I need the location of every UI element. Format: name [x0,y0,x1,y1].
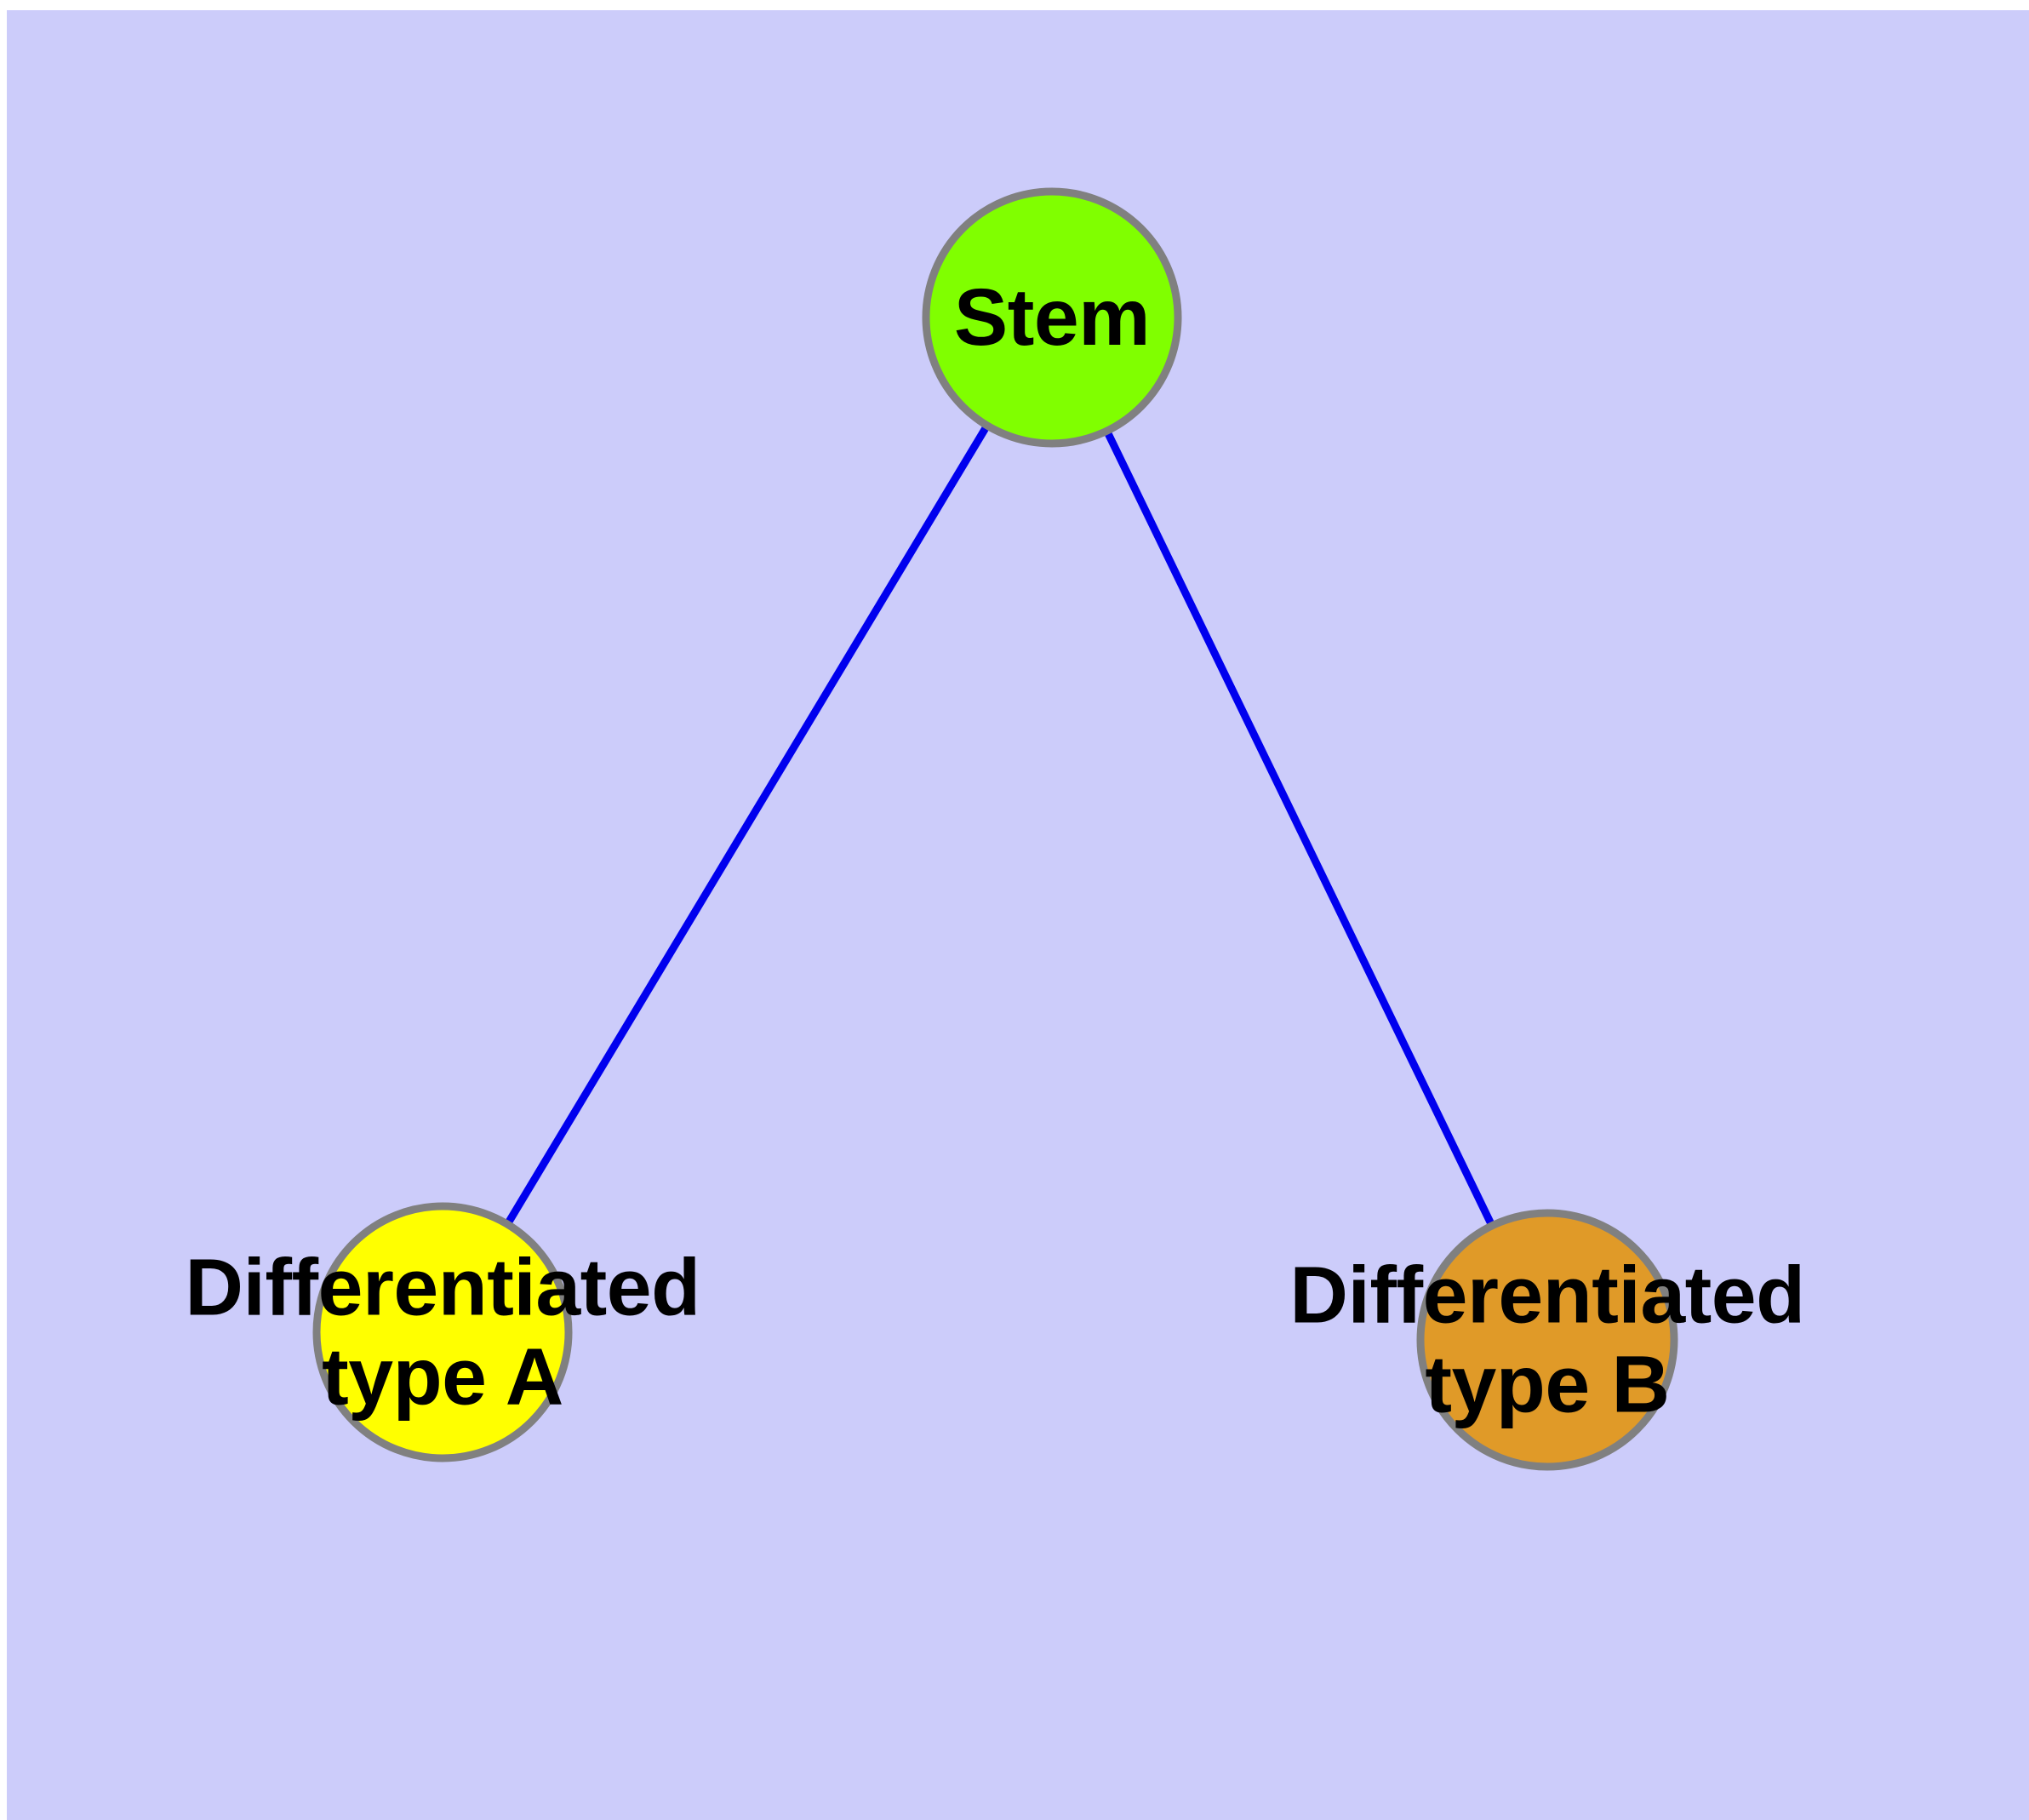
graph-node-diff_b[interactable] [1416,1209,1678,1471]
graph-edge[interactable] [439,315,1055,1335]
edge-layer [439,315,1552,1342]
graph-edge[interactable] [1048,316,1552,1342]
graph-node-stem[interactable] [922,187,1182,448]
node-layer [312,187,1678,1471]
graph-node-diff_a[interactable] [312,1202,573,1462]
